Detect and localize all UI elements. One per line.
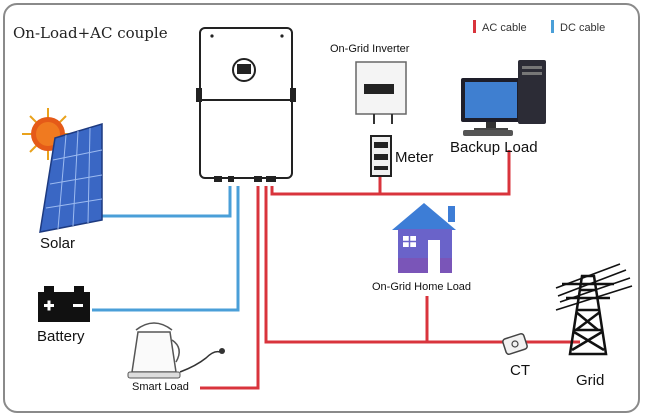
grid-tower-icon [555, 263, 633, 356]
legend-dc: DC cable [551, 20, 605, 34]
on-grid-inverter-label: On-Grid Inverter [330, 43, 410, 55]
smart-load-label: Smart Load [132, 381, 189, 393]
battery-label: Battery [37, 328, 85, 345]
ac-cable-swatch [473, 20, 476, 33]
dc-cables [92, 186, 240, 312]
ct-label: CT [510, 362, 530, 379]
diagram-title: On-Load+AC couple [13, 24, 168, 42]
battery-icon [38, 286, 90, 322]
kettle-icon [127, 322, 225, 379]
legend-ac-label: AC cable [482, 22, 527, 34]
house-icon [392, 203, 456, 273]
smart-load-ac-cable [200, 186, 260, 390]
battery-dc-cable [92, 186, 240, 312]
on-grid-inverter-icon [355, 61, 407, 124]
backup-load-label: Backup Load [450, 139, 538, 156]
legend-dc-label: DC cable [560, 22, 606, 34]
meter-icon [370, 135, 392, 177]
legend-ac: AC cable [473, 20, 527, 34]
dc-cable-swatch [551, 20, 554, 33]
meter-label: Meter [395, 149, 434, 166]
on-grid-home-load-label: On-Grid Home Load [372, 281, 472, 293]
grid-ac-cable [264, 186, 580, 344]
solar-dc-cable [100, 186, 232, 218]
grid-label: Grid [576, 372, 605, 389]
ac-cables [200, 150, 580, 390]
computer-icon [461, 60, 546, 136]
solar-panel-icon [39, 122, 103, 233]
ct-clamp-icon [502, 333, 528, 355]
hybrid-inverter-icon [196, 27, 296, 182]
backup-load-ac-cable [270, 150, 511, 196]
solar-label: Solar [40, 235, 76, 252]
